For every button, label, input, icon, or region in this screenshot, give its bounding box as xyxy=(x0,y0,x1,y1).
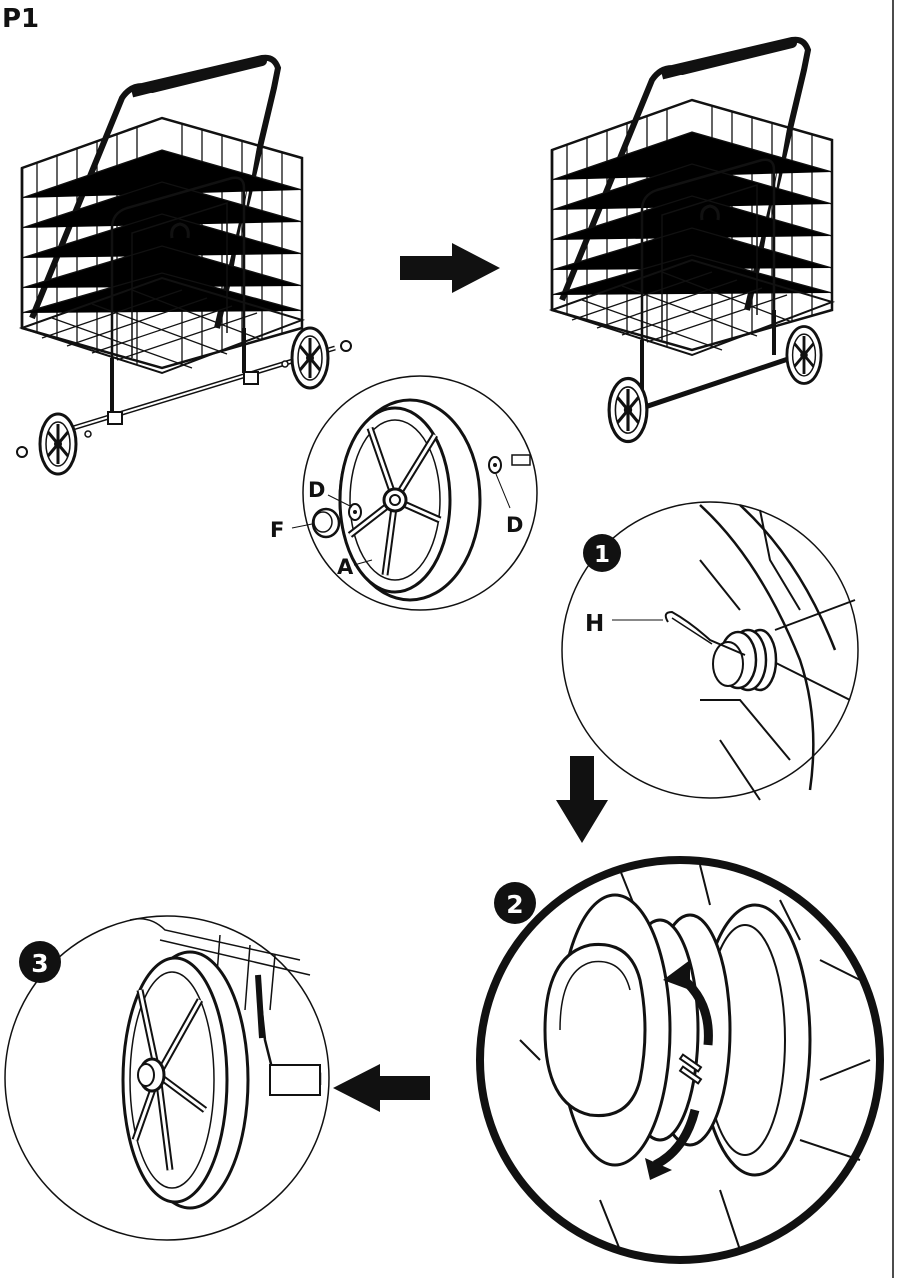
label-d-right: D xyxy=(506,513,523,537)
rotate-arrows-icon xyxy=(645,960,713,1180)
step-3-badge xyxy=(19,941,61,983)
page-label: P1 xyxy=(2,4,40,34)
step-3-detail: 3 xyxy=(4,915,330,1241)
wheel-front-assembled xyxy=(607,376,649,444)
arrow-right-icon xyxy=(400,243,500,293)
wheel-right-detached xyxy=(290,326,330,390)
wheel-rear-assembled xyxy=(785,325,823,385)
cart-assembled-illustration xyxy=(552,40,832,444)
label-f: F xyxy=(270,518,284,542)
cart-exploded-illustration xyxy=(16,58,352,476)
wheel-parts-detail: D D F A xyxy=(270,375,538,611)
step-1-number: 1 xyxy=(594,542,610,568)
step-1-badge xyxy=(583,534,621,572)
step-2-badge xyxy=(494,882,536,924)
step-3-number: 3 xyxy=(31,949,48,978)
wheel-left-detached xyxy=(38,412,78,476)
label-h: H xyxy=(585,611,604,637)
arrow-left-icon xyxy=(333,1064,430,1112)
label-d-left: D xyxy=(308,478,325,502)
step-2-detail: 2 xyxy=(476,856,884,1264)
arrow-down-icon xyxy=(556,756,608,843)
label-a: A xyxy=(337,555,354,579)
step-2-number: 2 xyxy=(506,890,523,919)
step-1-detail: 1 H xyxy=(561,501,859,801)
